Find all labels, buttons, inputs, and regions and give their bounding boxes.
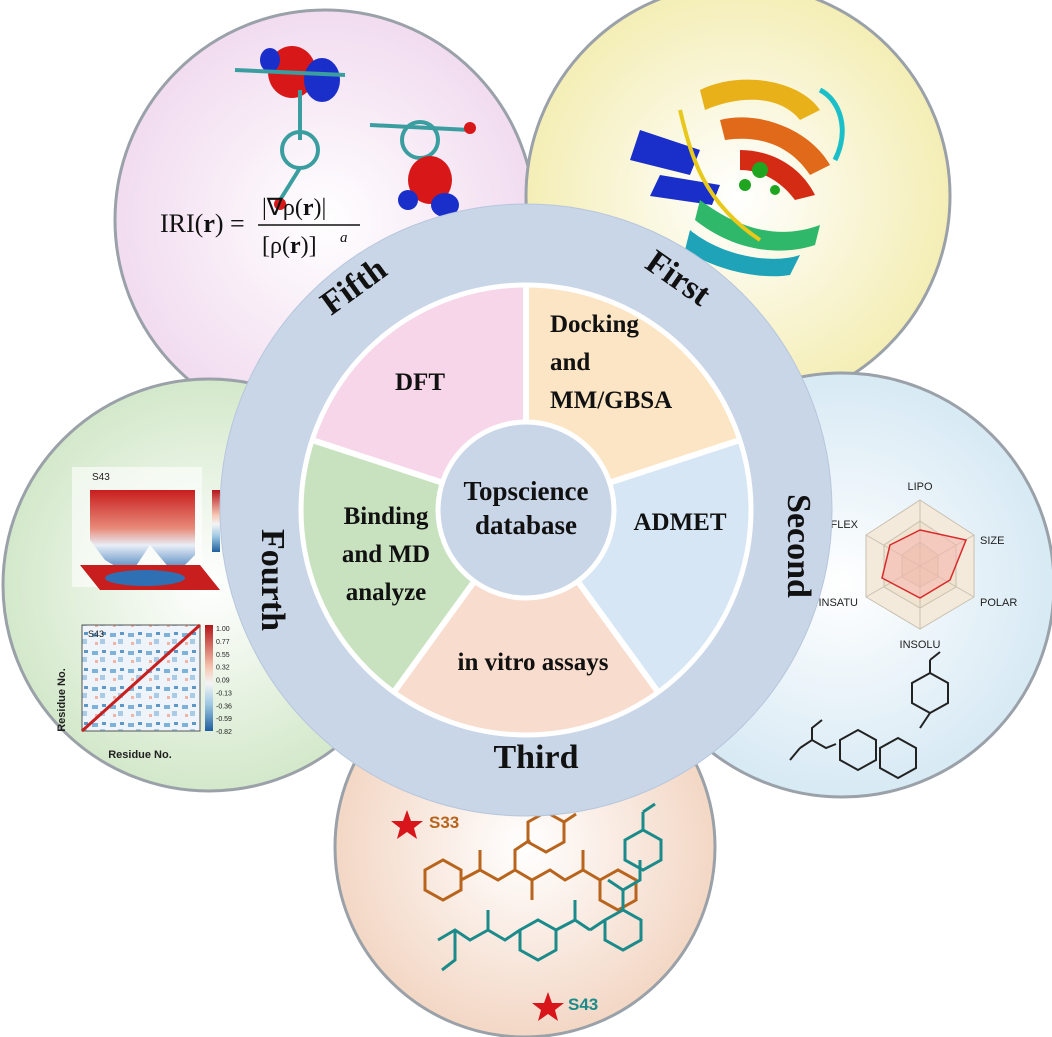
- center-label-line2: database: [475, 510, 577, 540]
- colorbar-tick-label: -0.59: [216, 716, 232, 723]
- segment-fifth-line1: DFT: [395, 369, 445, 396]
- segment-first-line3: MM/GBSA: [550, 387, 672, 414]
- colorbar-tick-label: -0.82: [216, 729, 232, 736]
- surface-plot-title: S43: [92, 472, 110, 483]
- radar-axis-insolu: INSOLU: [900, 639, 941, 651]
- compound-s33: S33: [391, 810, 638, 912]
- radar-axis-polar: POLAR: [980, 597, 1017, 609]
- compound-structure-icon: [789, 651, 949, 780]
- colorbar-tick-label: -0.36: [216, 703, 232, 710]
- radar-chart: LIPO SIZE POLAR INSOLU INSATU FLEX: [818, 481, 1017, 651]
- colorbar-tick-label: 1.00: [216, 626, 230, 633]
- svg-text:a: a: [340, 230, 348, 246]
- center-hub: [435, 419, 617, 601]
- segment-third: [394, 510, 658, 735]
- star-icon: [391, 810, 423, 839]
- segment-third-line1: in vitro assays: [458, 649, 609, 676]
- orbital-molecule-1: [234, 46, 346, 210]
- svg-text:[ρ(r)]: [ρ(r)]: [262, 233, 317, 259]
- ring-label-third: Third: [493, 739, 578, 776]
- center-label-line1: Topscience: [463, 476, 588, 506]
- segment-fourth-line1: Binding: [344, 503, 429, 530]
- colorbar-tick-label: 0.09: [216, 678, 230, 685]
- colorbar-tick-label: 0.77: [216, 639, 230, 646]
- svg-text:|∇ρ(r)|: |∇ρ(r)|: [262, 195, 326, 221]
- matrix-x-label: Residue No.: [108, 749, 172, 761]
- ring-label-fourth: Fourth: [254, 529, 291, 631]
- colorbar-tick-label: 0.32: [216, 665, 230, 672]
- iri-formula: IRI(r) = |∇ρ(r)| [ρ(r)] a: [160, 195, 360, 259]
- radar-axis-size: SIZE: [980, 535, 1004, 547]
- segment-fourth-line3: analyze: [346, 579, 427, 606]
- segment-second-line1: ADMET: [633, 509, 726, 536]
- colorbar-tick-label: -0.13: [216, 690, 232, 697]
- compound-s33-label: S33: [429, 813, 459, 832]
- svg-text:IRI(r) =: IRI(r) =: [160, 209, 245, 238]
- ring-label-second: Second: [780, 494, 817, 598]
- colorbar-ticks: 1.00 0.77 0.55 0.32 0.09 -0.13 -0.36 -0.59 -0.82: [216, 626, 232, 736]
- segment-first-line1: Docking: [550, 311, 639, 338]
- colorbar-tick-label: 0.55: [216, 652, 230, 659]
- radar-axis-lipo: LIPO: [907, 481, 933, 493]
- compound-s43: S43: [437, 802, 663, 1021]
- free-energy-surface-plot: S43: [72, 467, 220, 590]
- radar-axis-insatu: INSATU: [818, 597, 858, 609]
- central-wheel: Topscience database First Second Third F…: [219, 203, 833, 817]
- matrix-title: S43: [88, 629, 104, 639]
- protein-ribbon-icon: [630, 79, 845, 277]
- compound-s43-label: S43: [568, 995, 598, 1014]
- radar-axis-flex: FLEX: [830, 519, 858, 531]
- orbital-molecule-2: [369, 120, 476, 217]
- correlation-matrix-plot: Residue No. S43 1.00 0.77 0.55 0.32 0.09 -0.1…: [56, 623, 232, 761]
- star-icon: [532, 992, 564, 1021]
- segment-first-line2: and: [550, 349, 590, 376]
- matrix-y-label: Residue No.: [56, 668, 68, 732]
- segment-fourth-line2: and MD: [342, 541, 430, 568]
